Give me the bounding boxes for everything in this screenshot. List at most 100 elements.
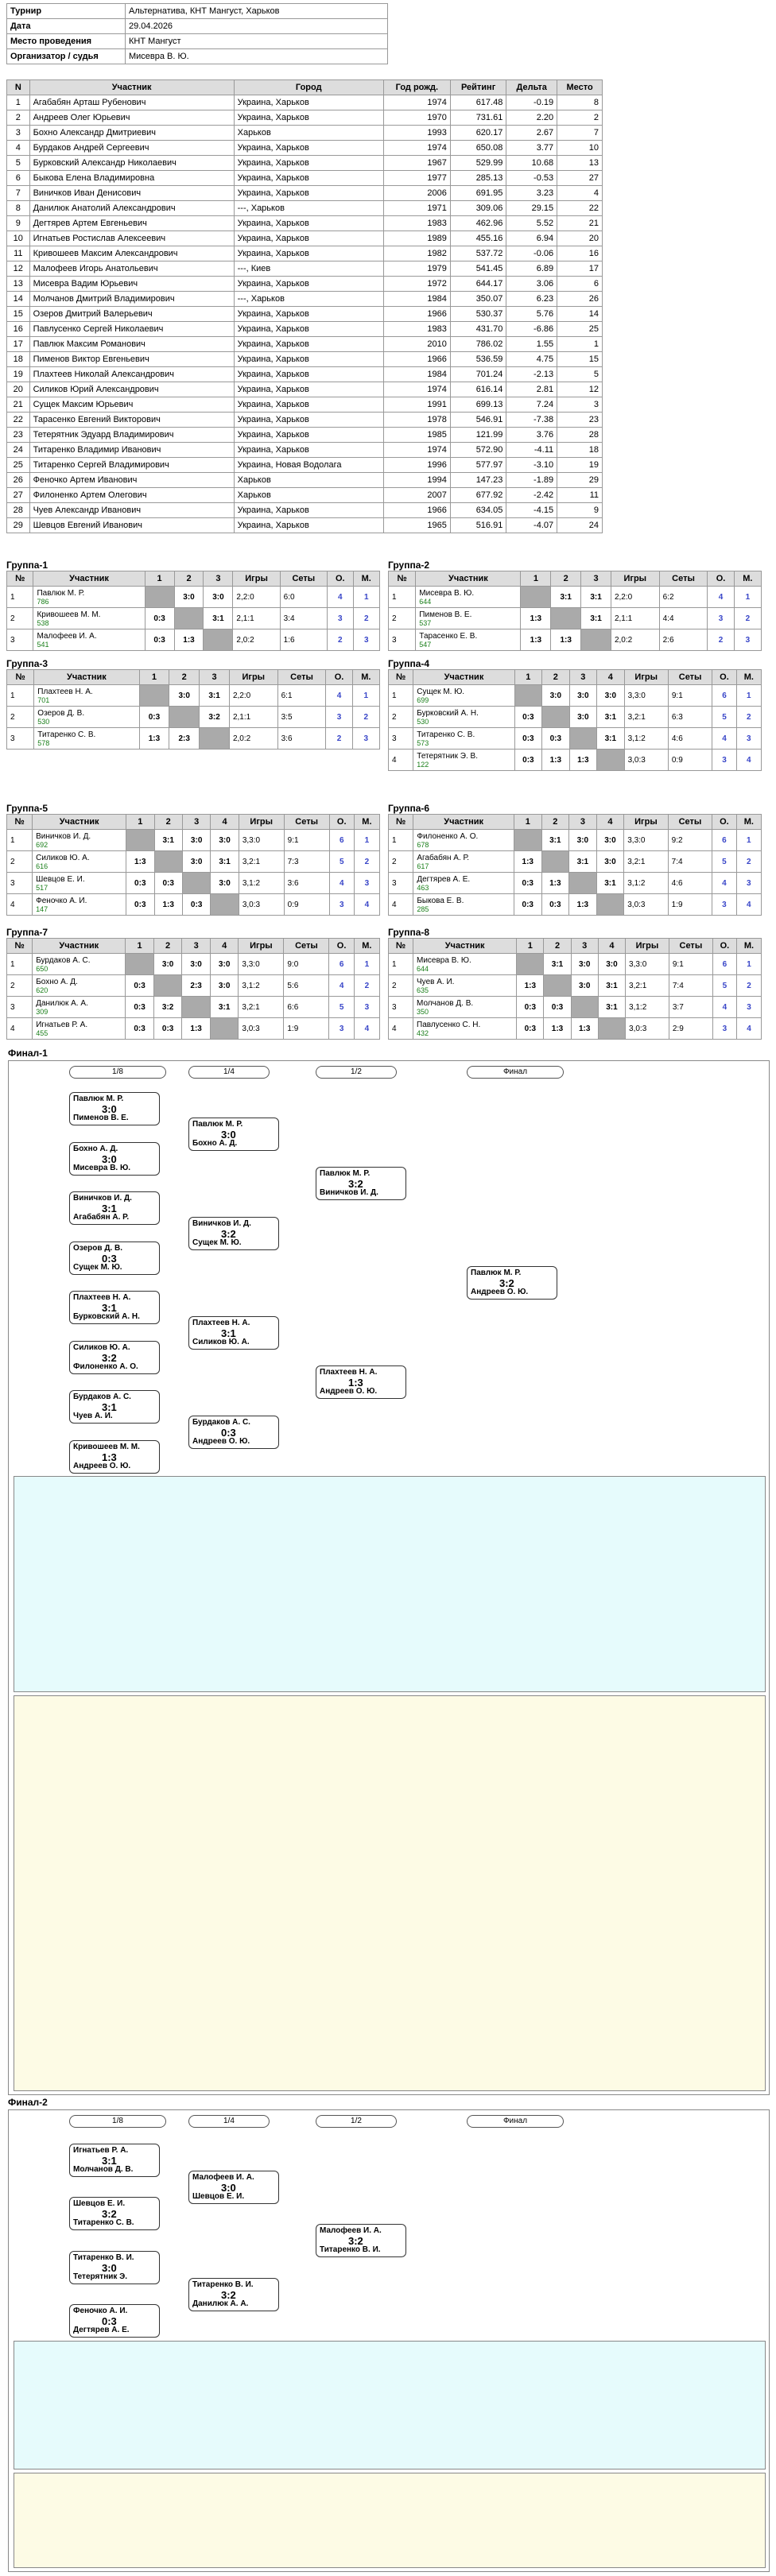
group-diag bbox=[541, 706, 570, 728]
group-header-cell: 4 bbox=[597, 938, 627, 954]
group-score: 3:0 bbox=[597, 953, 627, 975]
players-cell: 11 bbox=[6, 246, 30, 261]
group-header-cell: 3 bbox=[568, 669, 598, 685]
players-cell: 29 bbox=[6, 517, 30, 533]
group-header-cell: 2 bbox=[543, 938, 572, 954]
players-cell: 1967 bbox=[382, 155, 451, 171]
group-cell: 1 bbox=[387, 953, 414, 975]
player-rating: 573 bbox=[417, 738, 429, 747]
players-cell: 21 bbox=[6, 397, 30, 413]
player-name: Феночко А. И. bbox=[36, 896, 87, 905]
group-stat: 3,2:1 bbox=[623, 706, 669, 728]
match-player: Павлюк М. Р. bbox=[471, 1269, 522, 1277]
f1-cyan-zone bbox=[14, 1476, 766, 1692]
players-cell: 4 bbox=[6, 140, 30, 156]
group-diag bbox=[173, 607, 204, 629]
group-cell: 4 bbox=[387, 1017, 414, 1040]
group-stat: 1 bbox=[352, 586, 381, 608]
players-cell: 13 bbox=[557, 155, 603, 171]
players-cell: Андреев Олег Юрьевич bbox=[29, 110, 235, 126]
info-cell: КНТ Мангуст bbox=[125, 33, 388, 49]
group-diag bbox=[580, 629, 611, 651]
group-stat: 3 bbox=[735, 872, 762, 894]
group-stat: 4 bbox=[735, 893, 762, 916]
group-header-cell: 3 bbox=[580, 571, 611, 587]
group-score: 1:3 bbox=[126, 850, 155, 873]
players-cell: 1994 bbox=[382, 472, 451, 488]
group-score: 3:1 bbox=[596, 706, 625, 728]
group-score: 3:0 bbox=[210, 872, 239, 894]
player-name: Сущек М. Ю. bbox=[417, 687, 465, 696]
players-cell: 121.99 bbox=[449, 427, 507, 443]
group-score: 3:0 bbox=[181, 829, 211, 851]
group-score: 3:0 bbox=[596, 684, 625, 707]
match-player: Бохно А. Д. bbox=[192, 1138, 238, 1148]
group-stat: 3 bbox=[707, 607, 735, 629]
group-diag bbox=[203, 629, 234, 651]
group-header-cell: 2 bbox=[169, 669, 200, 685]
group-stat: 3 bbox=[351, 727, 381, 750]
group-header-cell: Игры bbox=[238, 814, 285, 830]
group-cell: 3 bbox=[6, 629, 34, 651]
players-cell: 699.13 bbox=[449, 397, 507, 413]
players-cell: 1993 bbox=[382, 125, 451, 141]
group-stat: 9:1 bbox=[667, 684, 713, 707]
group-score: 0:3 bbox=[541, 893, 570, 916]
players-cell: 536.59 bbox=[449, 351, 507, 367]
match-player: Феночко А. И. bbox=[73, 2307, 128, 2316]
group-score: 3:0 bbox=[596, 829, 625, 851]
group-stat: 3:6 bbox=[277, 727, 327, 750]
match-player: Пименов В. Е. bbox=[73, 1114, 129, 1123]
group-stat: 5 bbox=[712, 850, 737, 873]
player-rating: 701 bbox=[37, 695, 50, 704]
players-cell: Украина, Харьков bbox=[233, 336, 384, 352]
group-diag bbox=[126, 829, 155, 851]
players-cell: 1.55 bbox=[506, 336, 558, 352]
group-score: 3:1 bbox=[209, 996, 239, 1018]
player-rating: 517 bbox=[36, 883, 48, 892]
group-cell: 4 bbox=[6, 893, 33, 916]
group-player: Тарасенко Е. В.547 bbox=[415, 629, 522, 651]
group-cell: 3 bbox=[387, 727, 414, 750]
players-cell: 616.14 bbox=[449, 382, 507, 397]
players-cell: Украина, Харьков bbox=[233, 502, 384, 518]
players-cell: Чуев Александр Иванович bbox=[29, 502, 235, 518]
players-cell: 3.23 bbox=[506, 185, 558, 201]
group-stat: 2,0:2 bbox=[610, 629, 660, 651]
group-cell: 2 bbox=[387, 974, 414, 997]
group-header-cell: О. bbox=[712, 814, 737, 830]
group-cell: 4 bbox=[387, 893, 414, 916]
players-cell: -1.89 bbox=[506, 472, 558, 488]
group-header-cell: Игры bbox=[238, 938, 285, 954]
players-cell: 25 bbox=[557, 321, 603, 337]
group-header-cell: Сеты bbox=[279, 571, 328, 587]
players-cell: 537.72 bbox=[449, 246, 507, 261]
players-cell: 1974 bbox=[382, 140, 451, 156]
players-cell: 22 bbox=[6, 412, 30, 428]
player-rating: 537 bbox=[419, 618, 432, 627]
group-stat: 2 bbox=[735, 850, 762, 873]
players-cell: 8 bbox=[6, 200, 30, 216]
group-title: Группа-2 bbox=[388, 560, 430, 571]
group-player: Быкова Е. В.285 bbox=[413, 893, 514, 916]
group-cell: 2 bbox=[387, 706, 414, 728]
group-stat: 1 bbox=[351, 684, 381, 707]
match-player: Плахтеев Н. А. bbox=[320, 1368, 378, 1377]
match-player: Сущек М. Ю. bbox=[73, 1262, 122, 1272]
